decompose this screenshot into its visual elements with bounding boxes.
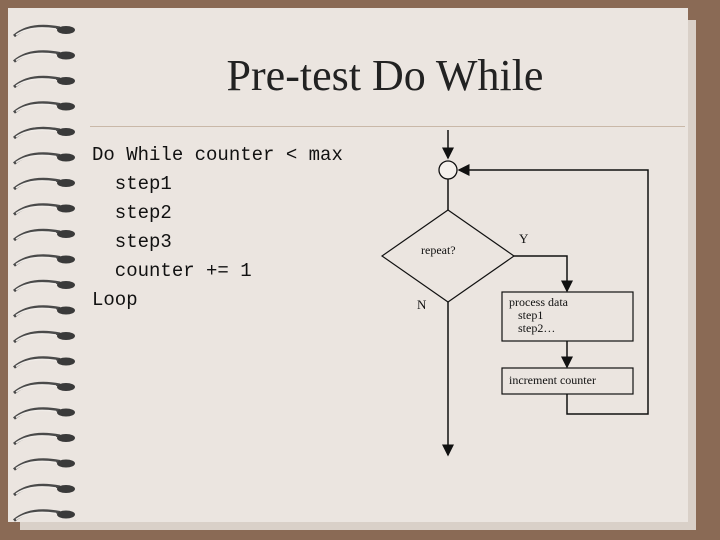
spiral-ring [13,458,75,471]
spiral-ring [13,228,75,242]
code-block: Do While counter < max step1 step2 step3… [92,141,343,315]
code-line: Loop [92,289,138,311]
code-line: step1 [92,173,172,195]
process-label-line: step2… [518,321,556,335]
yes-branch-arrow [514,255,573,293]
spiral-ring [13,203,75,216]
spiral-ring [13,279,75,293]
yes-label: Y [519,231,529,246]
loop-back-arrow [457,164,649,415]
code-line: step2 [92,202,172,224]
no-label: N [417,297,427,312]
spiral-ring [13,75,75,89]
title-divider [90,126,685,127]
paper-background [8,8,688,522]
code-line: step3 [92,231,172,253]
spiral-ring [13,177,75,191]
process-label: process data step1 step2… [509,296,568,335]
spiral-ring [13,509,75,522]
spiral-ring [13,50,75,63]
spiral-ring [13,101,75,114]
spiral-ring [13,254,75,267]
connector-circle [438,160,458,180]
code-line: counter += 1 [92,260,252,282]
spiral-ring [13,407,75,420]
spiral-ring [13,152,75,165]
spiral-ring [13,483,75,497]
spiral-ring [13,432,75,446]
spiral-ring [13,330,75,344]
spiral-ring [13,305,75,318]
spiral-ring [13,356,75,369]
process-label-line: step1 [518,308,544,322]
process-label-line: process data [509,295,568,309]
slide-title: Pre-test Do While [226,51,544,100]
spiral-ring [13,381,75,395]
spiral-ring [13,126,75,140]
code-line: Do While counter < max [92,144,343,166]
spiral-ring [13,24,75,38]
increment-label: increment counter [509,373,596,387]
decision-label: repeat? [421,243,456,257]
